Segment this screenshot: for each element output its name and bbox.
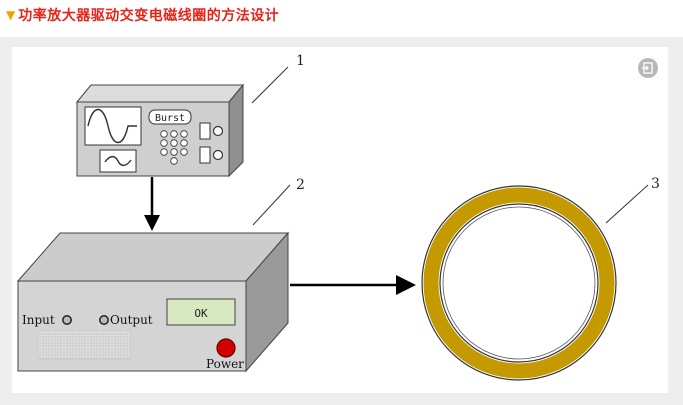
input-connector[interactable] (62, 315, 72, 325)
generator-connector-top (199, 122, 211, 140)
output-connector[interactable] (99, 315, 109, 325)
power-label: Power (206, 357, 244, 371)
amplifier-display (166, 298, 236, 326)
coil-inner-edge (439, 203, 599, 363)
generator-connector-bottom (199, 146, 211, 164)
signal-generator: Burst (75, 83, 245, 178)
burst-button[interactable] (148, 109, 192, 125)
generator-knob-top[interactable] (212, 125, 224, 137)
coil-inner-ring (442, 206, 596, 360)
callout-line-3 (605, 184, 649, 224)
amplifier-display-text: OK (194, 307, 208, 320)
generator-knob-bottom[interactable] (212, 149, 224, 161)
power-button[interactable] (216, 338, 236, 358)
power-amplifier: OK Input Output Power (16, 231, 290, 373)
arrow-head-right (396, 275, 416, 295)
arrow-head-down (144, 215, 160, 231)
exit-button[interactable] (638, 58, 658, 78)
output-label: Output (110, 313, 153, 327)
generator-top-face (75, 84, 245, 103)
callout-label-1: 1 (296, 53, 305, 69)
callout-label-3: 3 (651, 176, 660, 192)
callout-label-2: 2 (296, 177, 305, 193)
figure-frame: Burst 1 (0, 37, 683, 405)
amplifier-top-face (16, 232, 290, 282)
coil-winding (423, 187, 615, 379)
keypad (160, 130, 188, 165)
electromagnetic-coil (421, 185, 617, 381)
sine-wave-icon (87, 108, 137, 144)
input-label: Input (22, 313, 55, 327)
setup-diagram: Burst 1 (16, 53, 660, 381)
page-title: 功率放大器驱动交变电磁线圈的方法设计 (18, 8, 280, 24)
burst-button-label: Burst (155, 113, 185, 124)
page-header: ▼ 功率放大器驱动交变电磁线圈的方法设计 (6, 5, 279, 25)
callout-line-2 (252, 184, 291, 226)
tilde-wave-icon (104, 155, 132, 167)
exit-icon (642, 62, 653, 74)
vent-grille (37, 330, 131, 360)
callout-line-1 (251, 66, 289, 104)
triangle-down-icon: ▼ (6, 8, 16, 22)
